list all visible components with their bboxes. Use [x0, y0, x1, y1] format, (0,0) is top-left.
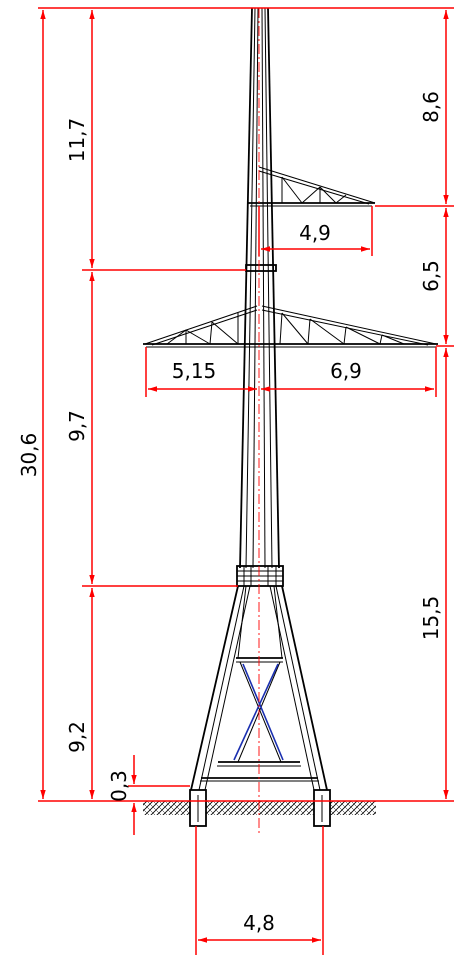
label-upper-to-lower-arm: 6,5 [419, 260, 443, 292]
dimension-labels: 30,6 11,7 9,7 9,2 0,3 8,6 6,5 15,5 4,9 5… [17, 91, 443, 935]
label-upper-segment: 11,7 [65, 118, 89, 163]
dimension-lines [38, 7, 454, 955]
label-base-width: 4,8 [243, 911, 275, 935]
tower-legs [190, 585, 328, 791]
label-middle-segment: 9,7 [65, 410, 89, 442]
label-lower-arm-right: 6,9 [330, 359, 362, 383]
label-upper-arm-span: 4,9 [299, 221, 331, 245]
tower-mast [239, 7, 280, 569]
tower-structure [143, 7, 438, 835]
label-lower-arm-left: 5,15 [172, 359, 217, 383]
lower-cross-arm [143, 305, 438, 348]
label-foundation-offset: 0,3 [107, 770, 131, 802]
transition-collar [236, 565, 284, 587]
label-top-to-upper-arm: 8,6 [419, 91, 443, 123]
label-lower-segment: 9,2 [65, 721, 89, 753]
upper-cross-arm [247, 166, 376, 207]
ground-hatch [143, 801, 376, 815]
label-lower-arm-to-ground: 15,5 [419, 596, 443, 641]
mast-splice [245, 264, 277, 272]
label-total-height: 30,6 [17, 433, 41, 478]
